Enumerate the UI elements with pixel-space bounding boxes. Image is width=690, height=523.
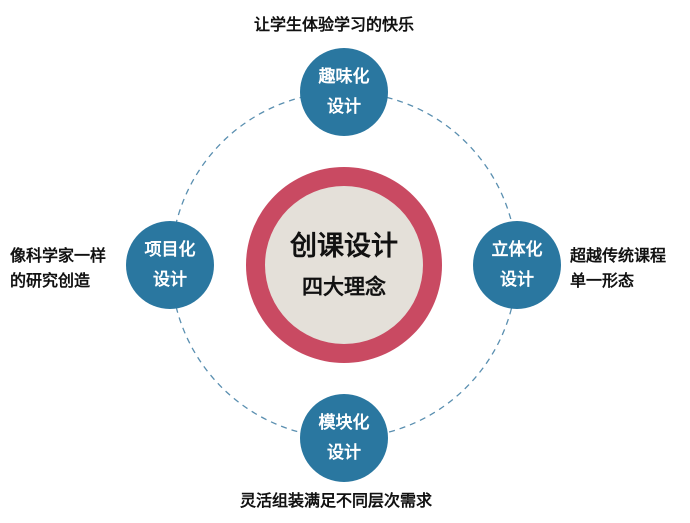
center-ring: 创课设计 四大理念 [246, 167, 442, 363]
node-label: 设计 [500, 270, 534, 290]
node-label: 设计 [327, 97, 361, 117]
node-project-design: 项目化 设计 [126, 221, 214, 309]
node-fun-design: 趣味化 设计 [300, 48, 388, 136]
node-3d-design: 立体化 设计 [473, 221, 561, 309]
caption-3d: 超越传统课程 单一形态 [570, 243, 666, 293]
node-label: 设计 [327, 443, 361, 463]
caption-fun: 让学生体验学习的快乐 [254, 15, 415, 34]
node-label: 立体化 [491, 240, 543, 260]
center-subtitle: 四大理念 [302, 275, 386, 299]
center-title: 创课设计 [290, 231, 398, 262]
center-core: 创课设计 四大理念 [265, 186, 423, 344]
node-label: 趣味化 [318, 67, 370, 87]
node-module-design: 模块化 设计 [300, 394, 388, 482]
caption-module: 灵活组装满足不同层次需求 [240, 491, 433, 510]
caption-line: 像科学家一样 [10, 246, 107, 265]
caption-line: 的研究创造 [10, 271, 91, 290]
caption-line: 超越传统课程 [570, 246, 667, 265]
node-label: 项目化 [144, 240, 196, 260]
node-label: 模块化 [318, 413, 370, 433]
caption-project: 像科学家一样 的研究创造 [10, 243, 106, 293]
caption-line: 单一形态 [570, 271, 635, 290]
node-label: 设计 [153, 270, 187, 290]
